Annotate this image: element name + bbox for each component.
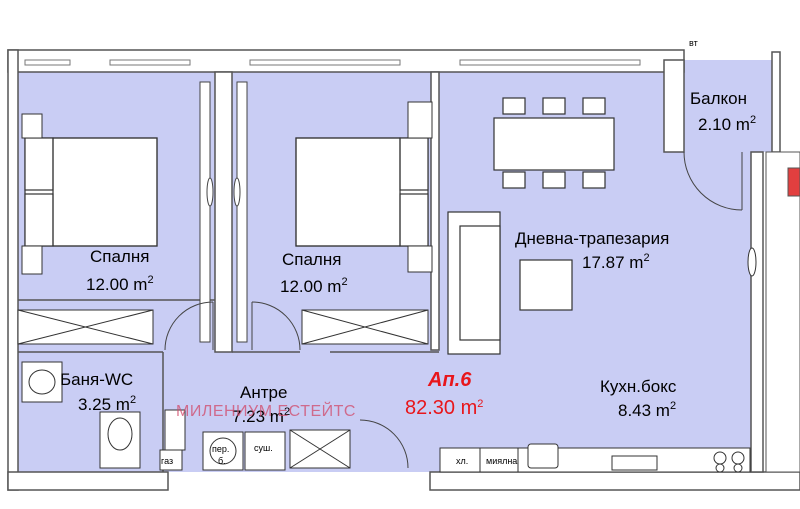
appliances <box>159 431 286 471</box>
apartment-total-area: 82.30 m2 <box>405 397 483 419</box>
partitions <box>18 299 439 472</box>
bedroom-wall-divider <box>214 71 233 353</box>
kitchen-counter <box>439 443 751 473</box>
room-area-kitchen: 8.43 m2 <box>618 400 676 420</box>
wardrobes <box>17 309 429 469</box>
room-name-balcony: Балкон <box>690 89 747 108</box>
windows <box>24 59 641 66</box>
sliding-doors <box>199 81 248 343</box>
nightstand-2 <box>407 101 433 273</box>
dryer-label: суш. <box>254 443 273 453</box>
room-area-bathroom: 3.25 m2 <box>78 394 136 414</box>
apartment-title: Ап.6 <box>427 369 472 391</box>
bottom-wall <box>7 471 169 491</box>
dishwasher-label: миялна <box>486 456 517 466</box>
window-3 <box>249 59 401 66</box>
floor-balcony <box>684 60 772 152</box>
room-name-kitchen: Кухн.бокс <box>600 377 677 396</box>
balcony-rail <box>771 51 781 153</box>
window-4 <box>459 59 641 66</box>
balcony-wall <box>663 59 685 153</box>
window-1 <box>24 59 71 66</box>
room-area-bedroom-2: 12.00 m2 <box>280 276 348 296</box>
room-name-bathroom: Баня-WC <box>60 370 133 389</box>
dining-set <box>493 97 615 189</box>
bottom-wall-right <box>429 471 800 491</box>
washer-label: пер. <box>212 444 229 454</box>
bed-2 <box>295 137 429 247</box>
dryer-box <box>244 431 286 471</box>
room-area-bedroom-1: 12.00 m2 <box>86 274 154 294</box>
door-swings <box>164 151 743 469</box>
right-wall <box>750 151 764 473</box>
right-shelving <box>765 151 800 473</box>
room-area-hall: 7.23 m2 <box>232 406 290 426</box>
bathroom-fixtures <box>21 361 186 469</box>
window-2 <box>109 59 191 66</box>
washer-label-b: б. <box>218 456 226 466</box>
room-name-living: Дневна-трапезария <box>515 229 669 248</box>
room-area-living: 17.87 m2 <box>582 252 650 272</box>
gas-label: газ <box>161 456 173 466</box>
nightstand-1 <box>21 113 43 275</box>
bedroom-living-wall <box>430 71 440 351</box>
room-name-bedroom-1: Спалня <box>90 247 149 266</box>
room-name-hall: Антре <box>240 383 287 402</box>
coffee-table <box>519 259 573 311</box>
watermark: МИЛЕНИУМ ЕСТЕЙТС <box>176 401 356 420</box>
gas-box <box>159 449 183 471</box>
room-name-bedroom-2: Спалня <box>282 250 341 269</box>
fridge-label: хл. <box>456 456 468 466</box>
tv <box>747 247 757 277</box>
room-area-balcony: 2.10 m2 <box>698 114 756 134</box>
left-wall <box>7 49 19 491</box>
sofa <box>447 211 501 355</box>
bed-1 <box>24 137 158 247</box>
vent-label: вт <box>689 38 698 48</box>
